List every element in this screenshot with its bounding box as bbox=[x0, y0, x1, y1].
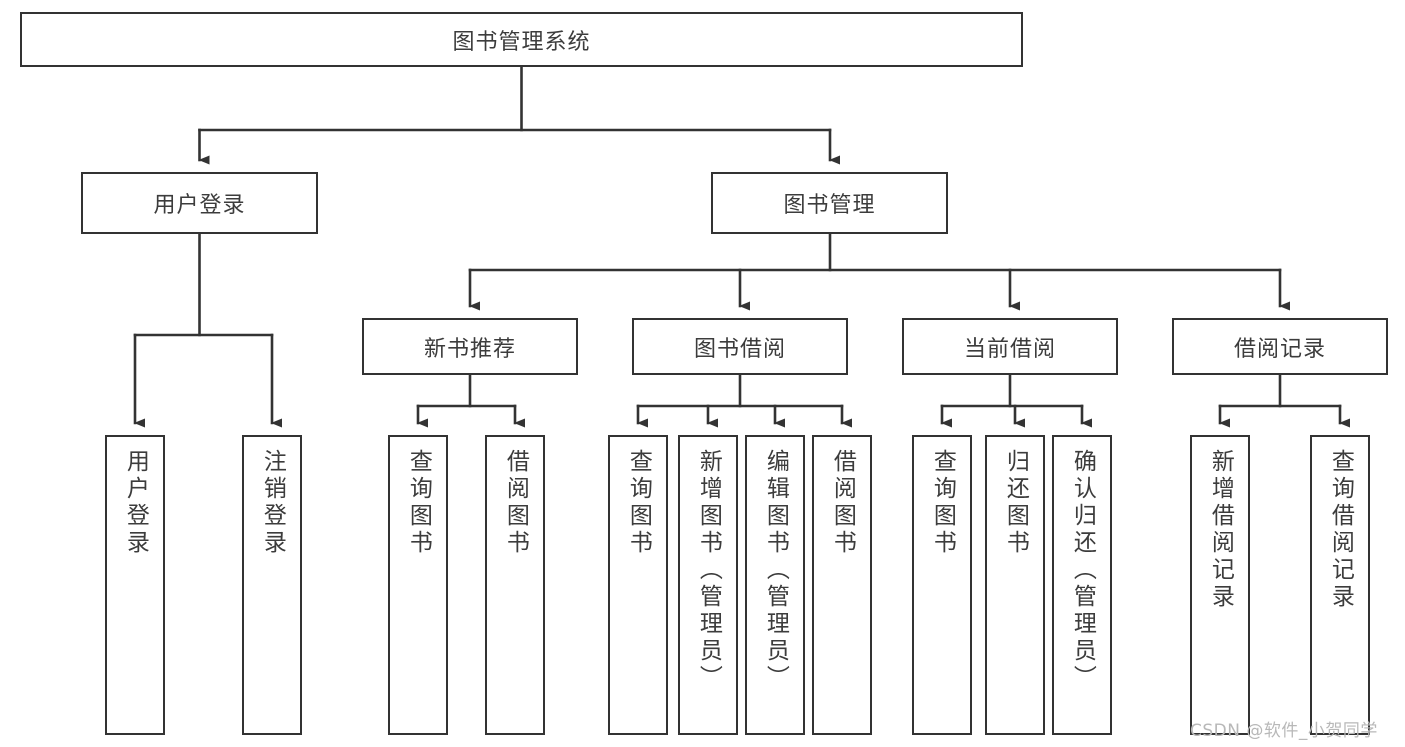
node-leaf-query-book-3[interactable]: 查询图书 bbox=[912, 435, 972, 735]
node-leaf-user-logout[interactable]: 注销登录 bbox=[242, 435, 302, 735]
node-label: 查询图书 bbox=[625, 449, 652, 557]
node-label: 借阅图书 bbox=[829, 449, 856, 557]
node-book-manage[interactable]: 图书管理 bbox=[711, 172, 948, 234]
node-label: 新书推荐 bbox=[423, 336, 516, 362]
node-label: 确认归还（管理员） bbox=[1069, 449, 1096, 692]
node-leaf-borrow-book-1[interactable]: 借阅图书 bbox=[485, 435, 545, 735]
node-leaf-query-book-2[interactable]: 查询图书 bbox=[608, 435, 668, 735]
node-leaf-edit-book[interactable]: 编辑图书（管理员） bbox=[745, 435, 805, 735]
node-borrow-record[interactable]: 借阅记录 bbox=[1172, 318, 1388, 375]
node-root[interactable]: 图书管理系统 bbox=[20, 12, 1023, 67]
watermark: CSDN @软件_小贺同学 bbox=[1190, 721, 1378, 741]
node-label: 当前借阅 bbox=[963, 336, 1056, 362]
node-leaf-user-login[interactable]: 用户登录 bbox=[105, 435, 165, 735]
node-label: 新增借阅记录 bbox=[1207, 449, 1234, 611]
node-new-book-rec[interactable]: 新书推荐 bbox=[362, 318, 578, 375]
node-label: 图书管理系统 bbox=[452, 29, 591, 55]
node-label: 借阅图书 bbox=[502, 449, 529, 557]
node-label: 借阅记录 bbox=[1233, 336, 1326, 362]
node-label: 编辑图书（管理员） bbox=[762, 449, 789, 692]
node-label: 注销登录 bbox=[259, 449, 286, 557]
node-leaf-confirm-return[interactable]: 确认归还（管理员） bbox=[1052, 435, 1112, 735]
node-leaf-add-record[interactable]: 新增借阅记录 bbox=[1190, 435, 1250, 735]
node-leaf-return-book[interactable]: 归还图书 bbox=[985, 435, 1045, 735]
node-label: 查询图书 bbox=[405, 449, 432, 557]
node-leaf-borrow-book-2[interactable]: 借阅图书 bbox=[812, 435, 872, 735]
node-leaf-query-record[interactable]: 查询借阅记录 bbox=[1310, 435, 1370, 735]
node-label: 用户登录 bbox=[153, 193, 246, 218]
node-label: 归还图书 bbox=[1002, 449, 1029, 557]
node-label: 新增图书（管理员） bbox=[695, 449, 722, 692]
node-user-login[interactable]: 用户登录 bbox=[81, 172, 318, 234]
node-leaf-query-book-1[interactable]: 查询图书 bbox=[388, 435, 448, 735]
node-current-borrow[interactable]: 当前借阅 bbox=[902, 318, 1118, 375]
node-label: 图书管理 bbox=[783, 193, 876, 218]
node-label: 图书借阅 bbox=[693, 336, 786, 362]
node-label: 查询借阅记录 bbox=[1327, 449, 1354, 611]
node-book-borrow[interactable]: 图书借阅 bbox=[632, 318, 848, 375]
node-label: 用户登录 bbox=[122, 449, 149, 557]
node-label: 查询图书 bbox=[929, 449, 956, 557]
node-leaf-add-book[interactable]: 新增图书（管理员） bbox=[678, 435, 738, 735]
